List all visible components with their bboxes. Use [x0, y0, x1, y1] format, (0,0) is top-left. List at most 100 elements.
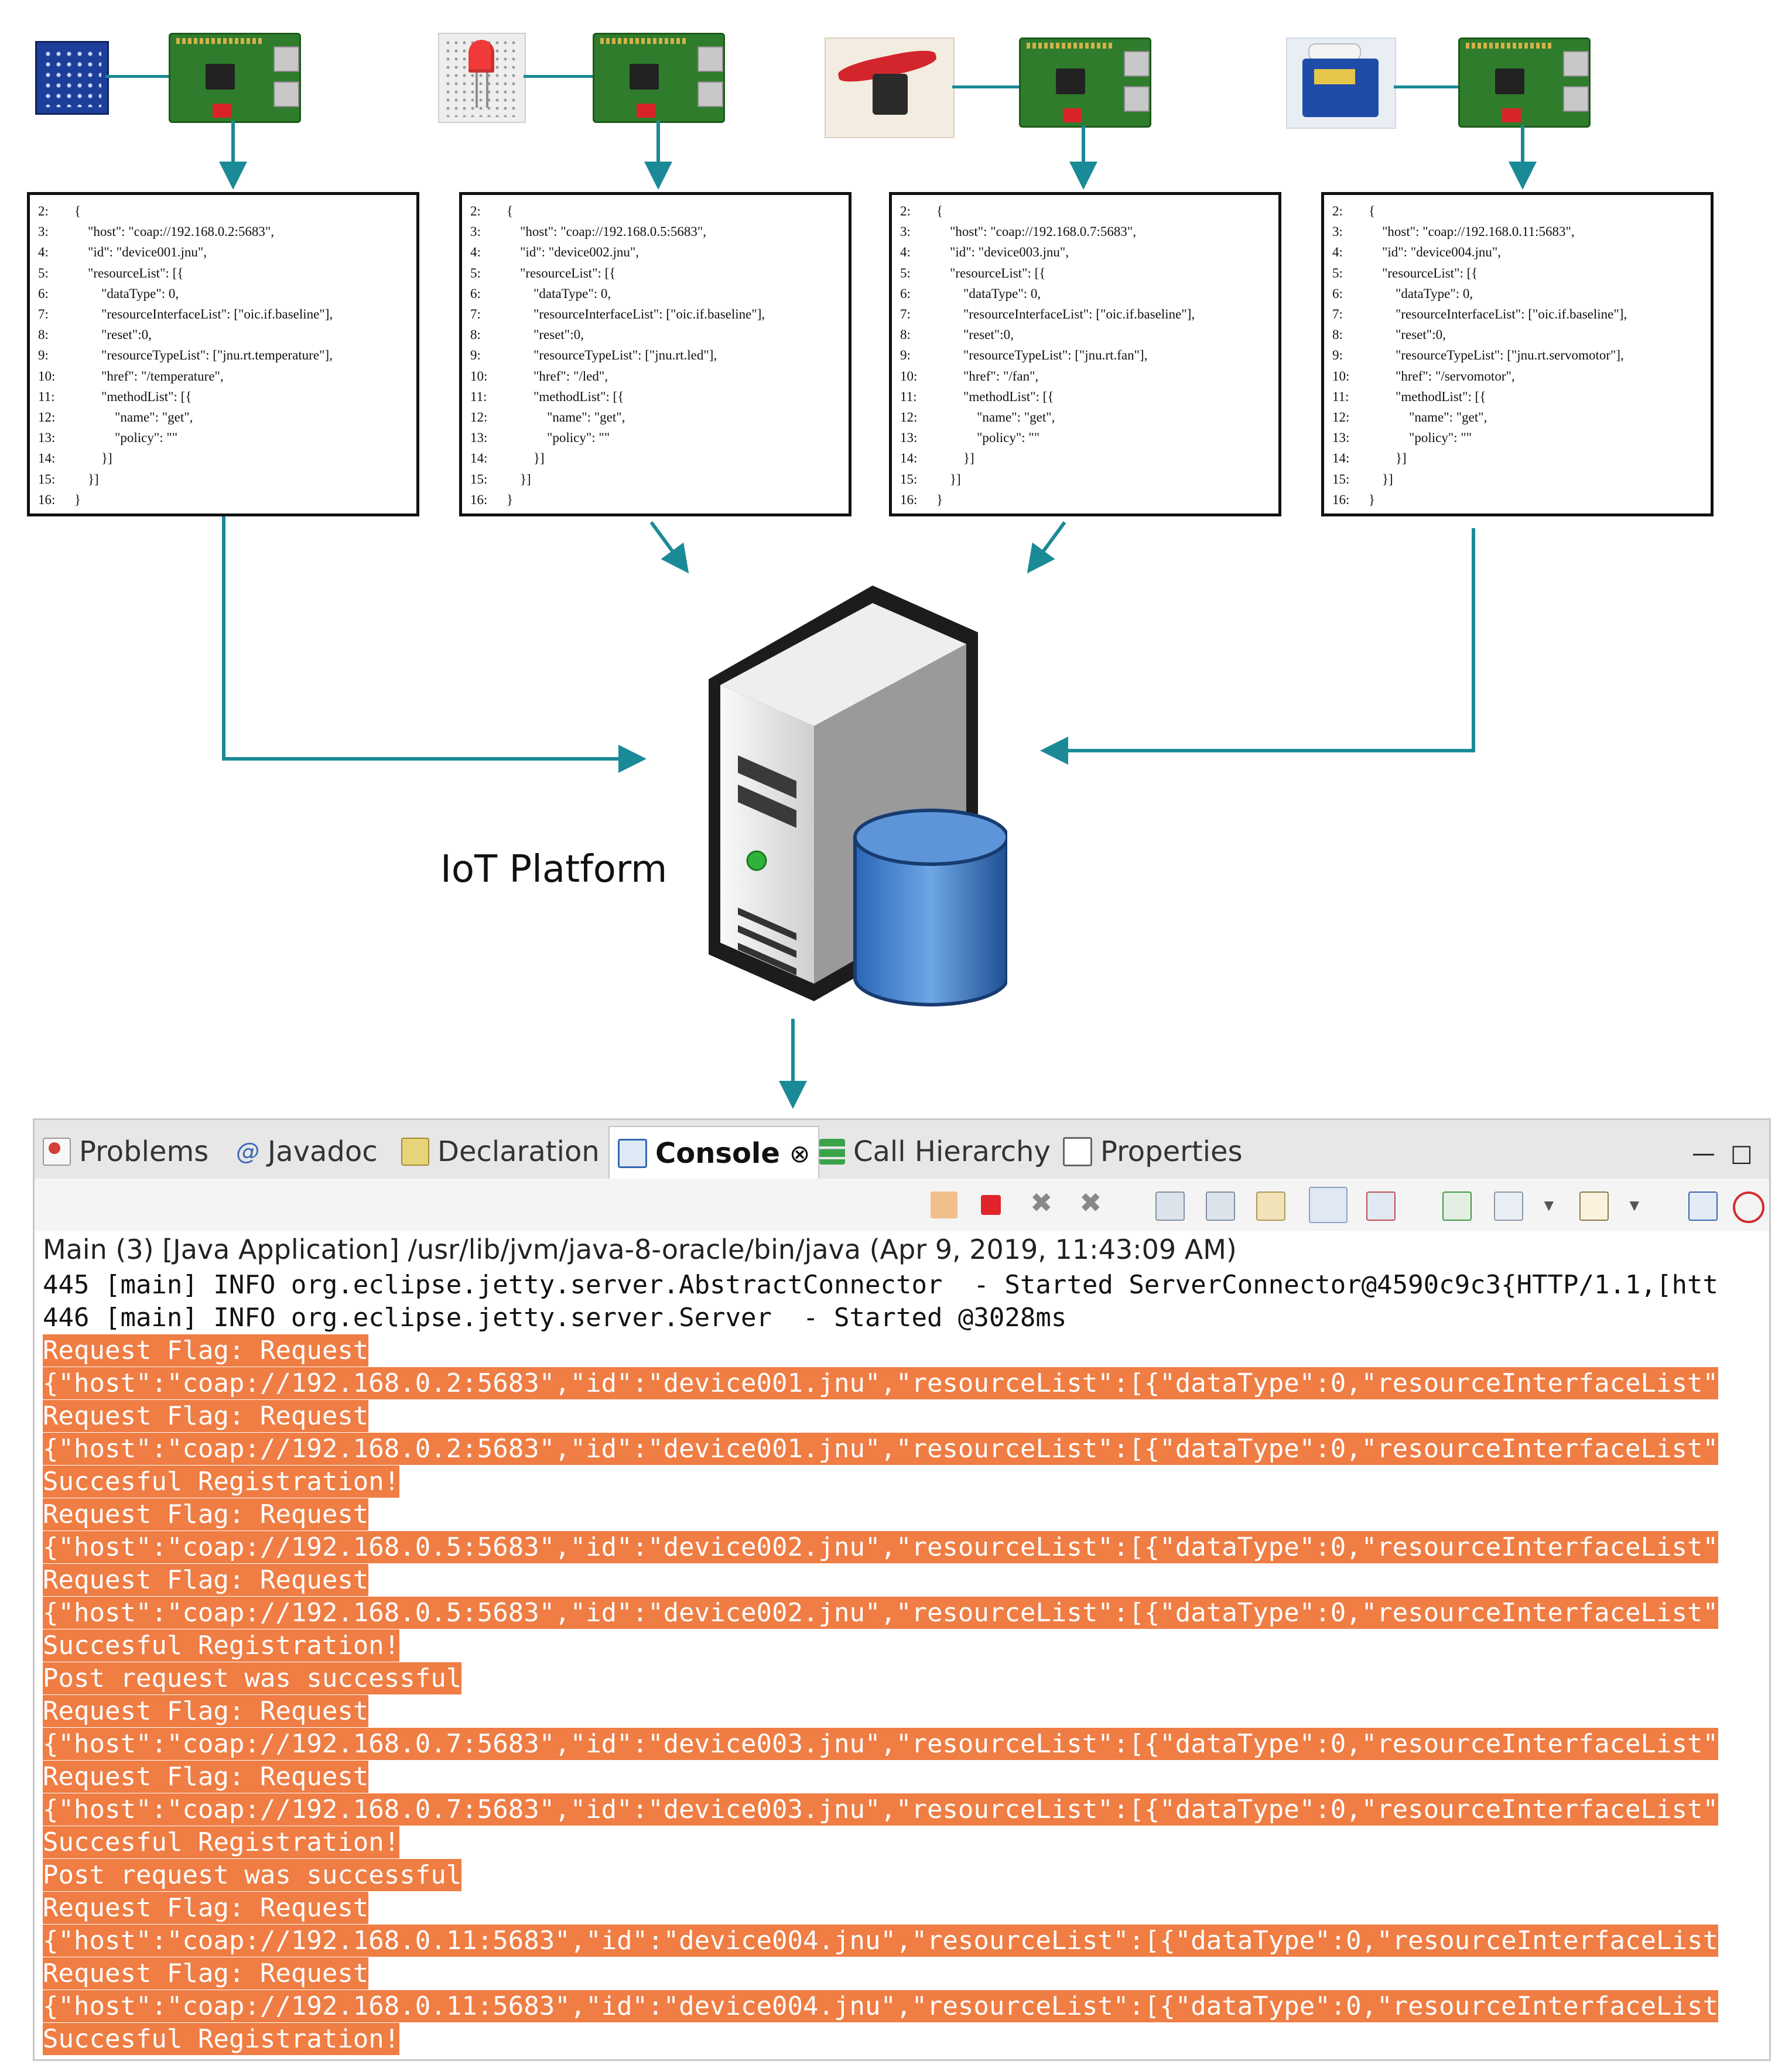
code-text: } — [507, 492, 514, 507]
highlighted-output-line: {"host":"coap://192.168.0.5:5683","id":"… — [43, 1597, 1718, 1629]
show-on-error-icon[interactable] — [1366, 1192, 1396, 1221]
code-text: }] — [74, 451, 112, 466]
highlighted-output-line: Request Flag: Request — [43, 1695, 369, 1727]
tab-javadoc[interactable]: @ Javadoc — [236, 1131, 378, 1173]
line-number: 15: — [900, 471, 918, 487]
code-text: { — [1369, 204, 1376, 218]
console-toolbar: ✖ ✖ ▼ ▼ — [35, 1179, 1769, 1231]
sensor-board-icon — [35, 41, 109, 115]
device-json-box: 2:{3: "host": "coap://192.168.0.7:5683",… — [889, 192, 1281, 516]
show-on-output-icon[interactable] — [1309, 1187, 1348, 1223]
chevron-down-icon[interactable]: ▼ — [1626, 1196, 1643, 1214]
declaration-icon — [401, 1138, 429, 1166]
code-text: "dataType": 0, — [74, 286, 179, 301]
code-line: 15: }] — [900, 473, 961, 486]
remove-all-icon[interactable]: ✖ — [1079, 1187, 1102, 1218]
highlighted-output-line: Succesful Registration! — [43, 2023, 400, 2055]
code-line: 9: "resourceTypeList": ["jnu.rt.temperat… — [38, 348, 333, 362]
highlighted-output-line: Request Flag: Request — [43, 1564, 369, 1596]
close-icon[interactable]: ⊗ — [789, 1139, 810, 1168]
line-number: 15: — [38, 471, 56, 487]
code-text: "host": "coap://192.168.0.11:5683", — [1369, 224, 1575, 239]
line-number: 13: — [900, 430, 918, 446]
line-number: 11: — [38, 389, 55, 404]
raspberry-pi-icon — [169, 33, 301, 123]
chevron-down-icon[interactable]: ▼ — [1541, 1196, 1557, 1214]
word-wrap-icon[interactable] — [1256, 1192, 1285, 1221]
highlighted-output-line: Request Flag: Request — [43, 1334, 369, 1367]
code-line: 7: "resourceInterfaceList": ["oic.if.bas… — [38, 307, 333, 321]
code-line: 9: "resourceTypeList": ["jnu.rt.servomot… — [1332, 348, 1624, 362]
tab-declaration[interactable]: Declaration — [401, 1131, 600, 1173]
code-text: }] — [1369, 471, 1393, 487]
code-text: "methodList": [{ — [74, 389, 192, 404]
remove-launch-icon[interactable]: ✖ — [1030, 1187, 1053, 1218]
maximize-button[interactable]: □ — [1731, 1140, 1753, 1167]
line-number: 4: — [470, 245, 481, 260]
code-text: "resourceInterfaceList": ["oic.if.baseli… — [1369, 307, 1627, 321]
line-number: 14: — [900, 451, 918, 466]
tab-call-hierarchy[interactable]: Call Hierarchy — [819, 1131, 1051, 1173]
device-json-box: 2:{3: "host": "coap://192.168.0.11:5683"… — [1321, 192, 1714, 516]
code-line: 3: "host": "coap://192.168.0.2:5683", — [38, 225, 274, 238]
code-text: "resourceInterfaceList": ["oic.if.baseli… — [936, 307, 1195, 321]
code-text: "policy": "" — [936, 430, 1040, 446]
minimize-button[interactable]: — — [1692, 1140, 1715, 1167]
scroll-lock-icon[interactable] — [1206, 1192, 1235, 1221]
code-text: } — [936, 492, 943, 507]
ant-icon[interactable] — [1733, 1192, 1764, 1223]
terminate-icon[interactable] — [981, 1195, 1001, 1215]
device-json-box: 2:{ 3: "host": "coap://192.168.0.5:5683",… — [459, 192, 851, 516]
code-text: } — [74, 492, 81, 507]
line-number: 16: — [38, 492, 56, 507]
code-line: 6: "dataType": 0, — [38, 287, 179, 300]
format-icon[interactable] — [1688, 1192, 1718, 1221]
code-line: 14: }] — [38, 451, 112, 465]
code-line: 2:{ — [1332, 204, 1375, 218]
code-text: "policy": "" — [507, 430, 610, 446]
tab-problems[interactable]: Problems — [43, 1131, 208, 1173]
line-number: 10: — [900, 368, 918, 384]
relaunch-icon[interactable] — [931, 1192, 957, 1218]
at-icon: @ — [236, 1138, 259, 1165]
code-text: }] — [74, 471, 99, 487]
code-text: { — [936, 204, 943, 218]
code-line: 13: "policy": "" — [38, 431, 177, 444]
line-number: 5: — [1332, 265, 1343, 280]
code-line: 4: "id": "device004.jnu", — [1332, 245, 1501, 259]
code-text: "dataType": 0, — [507, 286, 611, 301]
code-text: "resourceInterfaceList": ["oic.if.baseli… — [74, 307, 333, 321]
code-line: 11: "methodList": [{ — [1332, 390, 1486, 403]
line-number: 15: — [1332, 471, 1350, 487]
highlighted-output-line: Request Flag: Request — [43, 1498, 369, 1531]
tab-properties[interactable]: Properties — [1063, 1131, 1243, 1173]
connection-line — [524, 75, 594, 78]
led-on-breadboard-icon — [438, 33, 526, 123]
code-text: "name": "get", — [1369, 410, 1487, 424]
code-line: 2:{ — [470, 204, 513, 218]
code-line: 6: "dataType": 0, — [470, 287, 611, 300]
line-number: 5: — [38, 265, 49, 280]
clear-console-icon[interactable] — [1155, 1192, 1185, 1221]
line-number: 4: — [1332, 245, 1343, 260]
code-line: 3: "host": "coap://192.168.0.5:5683", — [470, 225, 706, 238]
line-number: 9: — [470, 348, 481, 363]
highlighted-output-line: {"host":"coap://192.168.0.2:5683","id":"… — [43, 1433, 1718, 1465]
code-line: 14: }] — [470, 451, 545, 465]
pin-console-icon[interactable] — [1442, 1192, 1472, 1221]
code-text: "resourceList": [{ — [1369, 265, 1478, 280]
line-number: 9: — [38, 348, 49, 363]
code-line: 10: "href": "/servomotor", — [1332, 369, 1515, 383]
line-number: 7: — [900, 307, 911, 321]
code-line: 13: "policy": "" — [470, 431, 610, 444]
code-line: 8: "reset":0, — [38, 328, 152, 341]
code-text: "resourceTypeList": ["jnu.rt.fan"], — [936, 348, 1148, 363]
tab-console[interactable]: Console ⊗ — [608, 1126, 820, 1180]
code-line: 6: "dataType": 0, — [900, 287, 1041, 300]
open-console-icon[interactable] — [1579, 1192, 1609, 1221]
line-number: 6: — [1332, 286, 1343, 301]
code-text: "href": "/servomotor", — [1369, 368, 1515, 384]
code-text: "id": "device004.jnu", — [1369, 245, 1501, 260]
arrow-to-server — [649, 521, 689, 574]
display-console-icon[interactable] — [1494, 1192, 1523, 1221]
